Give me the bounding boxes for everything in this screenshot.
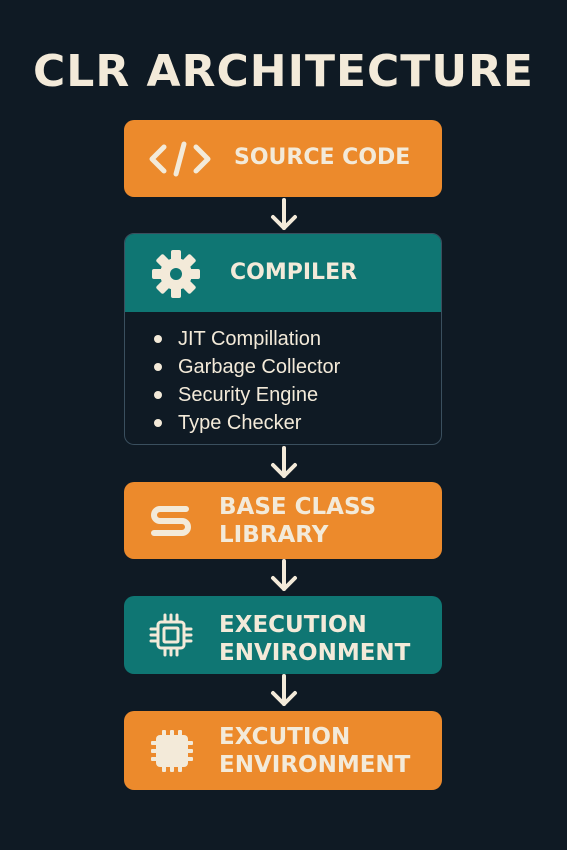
- source-code-node: SOURCE CODE: [124, 120, 442, 197]
- arrow-down-icon: [271, 559, 297, 591]
- compiler-header: COMPILER: [125, 234, 441, 312]
- list-item-label: JIT Compillation: [178, 328, 322, 350]
- chip-filled-icon: [151, 730, 193, 772]
- list-item-label: Security Engine: [178, 384, 319, 406]
- page-title: CLR ARCHITECTURE: [33, 46, 534, 97]
- arrow-down-icon: [271, 446, 297, 478]
- list-item: Garbage Collector: [151, 353, 340, 381]
- arrow-down-icon: [271, 198, 297, 230]
- execution-environment-label-line2: ENVIRONMENT: [219, 640, 411, 666]
- compiler-feature-list: JIT Compillation Garbage Collector Secur…: [151, 325, 340, 437]
- code-icon: [149, 141, 211, 177]
- excution-environment-node: EXCUTION ENVIRONMENT: [124, 711, 442, 790]
- gear-icon: [152, 250, 200, 298]
- list-item: JIT Compillation: [151, 325, 340, 353]
- bullet-icon: [154, 335, 162, 343]
- list-item-label: Type Checker: [178, 412, 302, 434]
- list-item: Security Engine: [151, 381, 340, 409]
- arrow-down-icon: [271, 674, 297, 706]
- base-class-library-label-line1: BASE CLASS: [219, 494, 377, 520]
- execution-environment-node: EXECUTION ENVIRONMENT: [124, 596, 442, 674]
- source-code-label: SOURCE CODE: [234, 145, 411, 170]
- compiler-node: COMPILER JIT Compillation Garbage Collec…: [124, 233, 442, 445]
- base-class-library-label-line2: LIBRARY: [219, 522, 329, 548]
- list-item: Type Checker: [151, 409, 340, 437]
- bullet-icon: [154, 363, 162, 371]
- list-item-label: Garbage Collector: [178, 356, 341, 378]
- base-class-library-node: BASE CLASS LIBRARY: [124, 482, 442, 559]
- excution-environment-label-line2: ENVIRONMENT: [219, 752, 411, 778]
- library-icon: [151, 506, 191, 536]
- bullet-icon: [154, 419, 162, 427]
- compiler-label: COMPILER: [230, 260, 358, 285]
- excution-environment-label-line1: EXCUTION: [219, 724, 351, 750]
- execution-environment-label-line1: EXECUTION: [219, 612, 367, 638]
- chip-icon: [149, 613, 193, 657]
- bullet-icon: [154, 391, 162, 399]
